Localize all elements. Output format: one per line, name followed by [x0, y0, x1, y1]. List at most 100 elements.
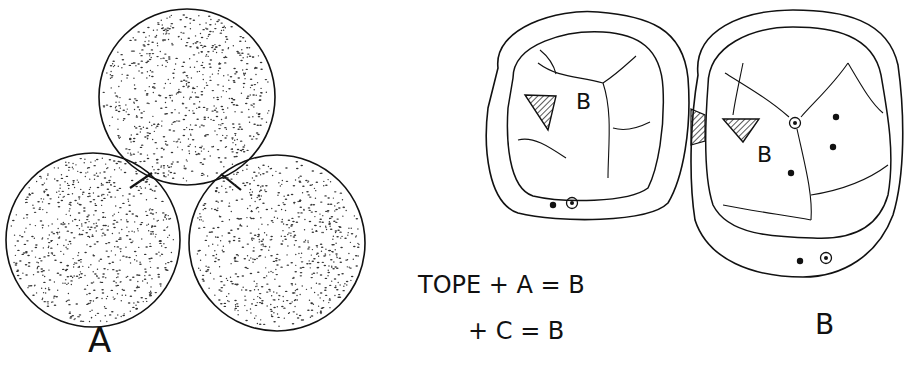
stipple-dot	[71, 284, 72, 285]
stipple-dot	[163, 176, 164, 177]
stipple-dot	[214, 44, 215, 45]
stipple-dot	[266, 122, 267, 123]
stipple-dot	[214, 294, 215, 295]
stipple-dot	[300, 165, 303, 166]
stipple-dot	[69, 317, 72, 318]
stipple-dot	[233, 82, 236, 83]
stipple-dot	[348, 253, 349, 254]
stipple-dot	[241, 111, 244, 112]
stipple-dot	[124, 163, 127, 164]
stipple-dot	[178, 89, 179, 90]
stipple-dot	[117, 51, 118, 52]
stipple-dot	[113, 160, 116, 161]
stipple-dot	[225, 36, 228, 37]
stipple-dot	[97, 219, 100, 220]
stipple-dot	[287, 194, 290, 195]
stipple-dot	[316, 245, 319, 246]
stipple-dot	[78, 234, 81, 235]
stipple-dot	[161, 165, 162, 166]
stipple-dot	[235, 71, 238, 72]
stipple-dot	[349, 267, 352, 268]
stipple-dot	[196, 61, 197, 62]
stipple-dot	[153, 30, 154, 31]
stipple-dot	[313, 204, 316, 205]
stipple-dot	[220, 32, 223, 33]
stipple-dot	[87, 226, 90, 227]
stipple-dot	[165, 66, 166, 67]
stipple-dot	[163, 149, 164, 150]
stipple-dot	[201, 51, 202, 52]
stipple-dot	[163, 243, 164, 244]
stipple-dot	[153, 218, 154, 219]
stipple-dot	[224, 303, 227, 304]
stipple-dot	[244, 75, 245, 76]
stipple-dot	[209, 232, 212, 233]
stipple-dot	[233, 236, 236, 237]
stipple-dot	[122, 289, 123, 290]
sphere-outline	[6, 153, 180, 327]
stipple-dot	[236, 173, 237, 174]
stipple-dot	[327, 204, 330, 205]
stipple-dot	[141, 188, 142, 189]
stipple-dot	[113, 182, 116, 183]
stipple-dot	[57, 273, 60, 274]
stipple-dot	[150, 233, 153, 234]
stipple-dot	[19, 260, 22, 261]
stipple-dot	[159, 241, 162, 242]
stipple-dot	[250, 217, 251, 218]
stipple-dot	[307, 240, 308, 241]
stipple-dot	[149, 261, 150, 262]
stipple-dot	[217, 99, 220, 100]
stipple-dot	[28, 285, 31, 286]
stipple-dot	[135, 308, 138, 309]
stipple-dot	[226, 296, 227, 297]
stipple-dot	[74, 187, 75, 188]
stipple-dot	[270, 236, 273, 237]
stipple-dot	[115, 107, 116, 108]
stipple-dot	[247, 95, 250, 96]
stipple-dot	[77, 203, 78, 204]
stipple-dot	[160, 166, 161, 167]
stipple-dot	[66, 265, 69, 266]
stipple-dot	[173, 130, 176, 131]
stipple-dot	[103, 198, 106, 199]
stipple-dot	[155, 185, 158, 186]
stipple-dot	[297, 317, 300, 318]
stipple-dot	[126, 219, 127, 220]
stipple-dot	[40, 198, 41, 199]
stipple-dot	[87, 214, 90, 215]
stipple-dot	[161, 20, 162, 21]
stipple-dot	[339, 258, 342, 259]
stipple-dot	[323, 185, 324, 186]
stipple-dot	[96, 159, 99, 160]
stipple-dot	[47, 238, 48, 239]
stipple-dot	[335, 285, 336, 286]
stipple-dot	[257, 82, 258, 83]
stipple-dot	[212, 120, 215, 121]
stipple-dot	[29, 224, 30, 225]
stipple-dot	[134, 39, 137, 40]
stipple-dot	[148, 53, 151, 54]
stipple-dot	[281, 221, 284, 222]
stipple-dot	[134, 221, 135, 222]
stipple-dot	[218, 289, 221, 290]
stipple-dot	[125, 256, 128, 257]
stipple-dot	[173, 173, 176, 174]
stipple-dot	[325, 226, 326, 227]
stipple-dot	[120, 107, 121, 108]
stipple-dot	[73, 168, 74, 169]
stipple-dot	[277, 218, 278, 219]
stipple-dot	[200, 45, 203, 46]
stipple-dot	[147, 44, 150, 45]
stipple-dot	[128, 193, 131, 194]
stipple-dot	[115, 282, 116, 283]
stipple-dot	[63, 223, 66, 224]
stipple-dot	[97, 269, 98, 270]
stipple-dot	[244, 305, 245, 306]
stipple-dot	[128, 302, 131, 303]
stipple-dot	[237, 77, 240, 78]
stipple-dot	[191, 129, 194, 130]
stipple-dot	[172, 100, 173, 101]
stipple-dot	[231, 283, 234, 284]
stipple-dot	[249, 56, 252, 57]
